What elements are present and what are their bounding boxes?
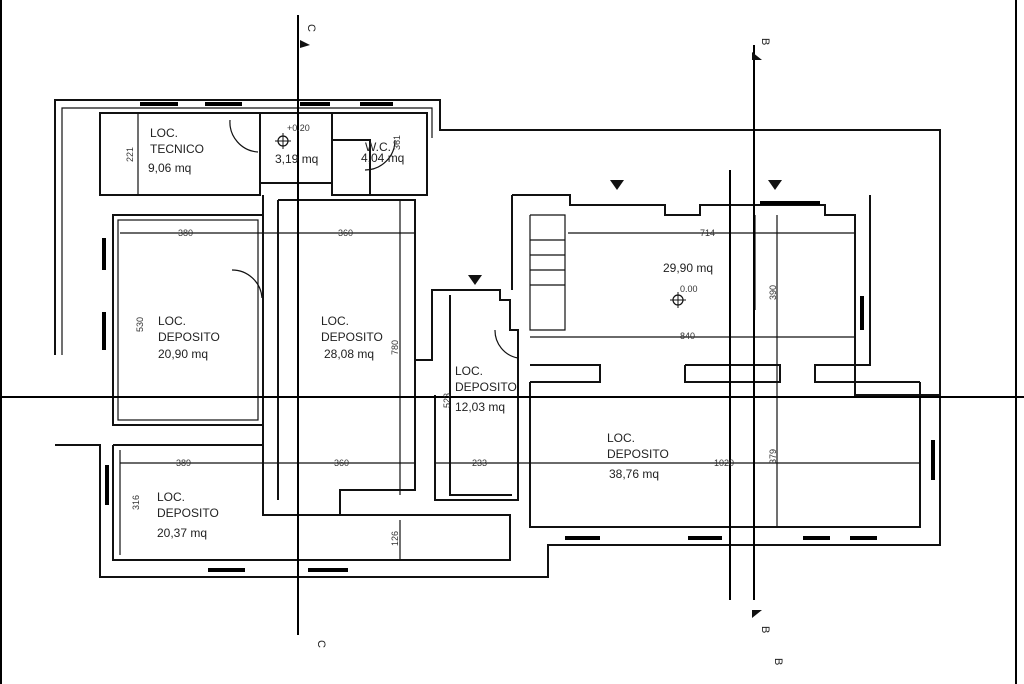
dim-530: 530	[135, 317, 145, 332]
elevation-upper-right: 0.00	[680, 284, 698, 294]
section-lines: C B B B C	[0, 15, 1024, 665]
room-deposito4-area: 38,76 mq	[609, 467, 659, 481]
room-tecnico-name2: TECNICO	[150, 142, 204, 156]
room-deposito2-name1: LOC.	[321, 314, 349, 328]
dim-360-top: 360	[338, 228, 353, 238]
section-label-c-bottom: C	[315, 640, 327, 648]
room-deposito3-name1: LOC.	[455, 364, 483, 378]
dim-1020: 1020	[714, 458, 734, 468]
room-deposito4-name1: LOC.	[607, 431, 635, 445]
room-deposito5-area: 20,37 mq	[157, 526, 207, 540]
dim-361: 361	[392, 135, 402, 150]
dim-126: 126	[390, 531, 400, 546]
room-deposito4-name2: DEPOSITO	[607, 447, 669, 461]
room-deposito3-area: 12,03 mq	[455, 400, 505, 414]
room-deposito1-name2: DEPOSITO	[158, 330, 220, 344]
dim-390: 390	[768, 285, 778, 300]
dim-379: 379	[768, 449, 778, 464]
section-label-b-margin: B	[772, 658, 784, 665]
room-wc-name: W.C.	[365, 140, 391, 154]
room-deposito2-name2: DEPOSITO	[321, 330, 383, 344]
dim-523: 523	[442, 393, 452, 408]
elevation-marker	[275, 133, 686, 308]
dim-360-bottom: 360	[334, 458, 349, 468]
room-deposito5-name2: DEPOSITO	[157, 506, 219, 520]
room-hall-area: 3,19 mq	[275, 152, 318, 166]
section-label-b-bottom: B	[759, 626, 771, 633]
dim-780: 780	[390, 340, 400, 355]
dim-714: 714	[700, 228, 715, 238]
dim-233: 233	[472, 458, 487, 468]
room-tecnico-name1: LOC.	[150, 126, 178, 140]
dimension-labels: 221 361 380 360 530 780 523 714 840 390 …	[125, 135, 778, 546]
room-deposito3-name2: DEPOSITO	[455, 380, 517, 394]
room-deposito2-area: 28,08 mq	[324, 347, 374, 361]
room-deposito5-name1: LOC.	[157, 490, 185, 504]
room-wc-area: 4,04 mq	[361, 151, 404, 165]
section-label-b-top: B	[759, 38, 771, 45]
dim-840: 840	[680, 331, 695, 341]
room-deposito1-area: 20,90 mq	[158, 347, 208, 361]
walls	[54, 99, 941, 578]
section-label-c-top: C	[305, 24, 317, 32]
dim-380: 380	[178, 228, 193, 238]
room-labels: LOC. TECNICO 9,06 mq +0.20 3,19 mq W.C. …	[148, 123, 713, 540]
dim-316: 316	[131, 495, 141, 510]
room-deposito1-name1: LOC.	[158, 314, 186, 328]
room-upper-right-area: 29,90 mq	[663, 261, 713, 275]
room-tecnico-area: 9,06 mq	[148, 161, 191, 175]
dim-221: 221	[125, 147, 135, 162]
elevation-hall: +0.20	[287, 123, 310, 133]
dim-389: 389	[176, 458, 191, 468]
